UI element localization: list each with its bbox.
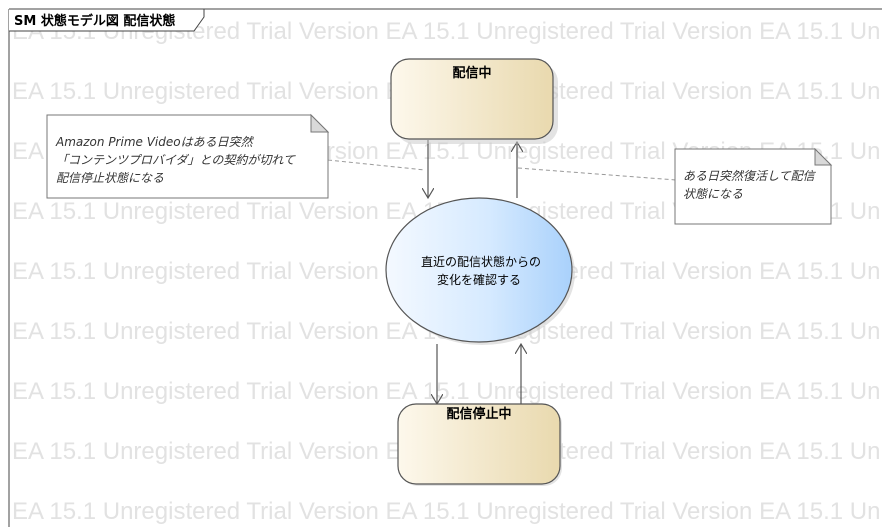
note-fold-corner bbox=[814, 147, 833, 166]
note-right-line1: ある日突然復活して配信 bbox=[683, 169, 817, 183]
choice-label-line1: 直近の配信状態からの bbox=[421, 254, 541, 269]
note-right-line2: 状態になる bbox=[683, 187, 743, 201]
state-streaming[interactable]: 配信中 bbox=[390, 58, 558, 144]
state-streaming-label: 配信中 bbox=[452, 65, 491, 81]
note-left-line2: 「コンテンツプロバイダ」との契約が切れて bbox=[56, 153, 296, 167]
note-connector-right bbox=[517, 167, 677, 181]
note-connector-left bbox=[327, 159, 426, 171]
watermark-text: EA 15.1 Unregistered Trial Version EA 15… bbox=[12, 498, 882, 525]
state-stopped-label: 配信停止中 bbox=[446, 406, 511, 422]
choice-check-change[interactable]: 直近の配信状態からの 変化を確認する bbox=[385, 197, 575, 345]
frame-title-tab bbox=[9, 8, 205, 32]
frame-title: SM 状態モデル図 配信状態 bbox=[14, 13, 175, 29]
note-left[interactable]: Amazon Prime Videoはある日突然 「コンテンツプロバイダ」との契… bbox=[46, 113, 330, 199]
watermark-text: EA 15.1 Unregistered Trial Version EA 15… bbox=[12, 378, 882, 405]
note-right[interactable]: ある日突然復活して配信 状態になる bbox=[674, 147, 833, 225]
diagram-frame: SM 状態モデル図 配信状態 bbox=[8, 8, 882, 527]
note-left-line3: 配信停止状態になる bbox=[56, 171, 164, 185]
note-left-line1: Amazon Prime Videoはある日突然 bbox=[55, 135, 255, 149]
choice-label-line2: 変化を確認する bbox=[437, 272, 521, 287]
note-fold-corner bbox=[310, 113, 330, 133]
state-stopped[interactable]: 配信停止中 bbox=[397, 403, 562, 486]
